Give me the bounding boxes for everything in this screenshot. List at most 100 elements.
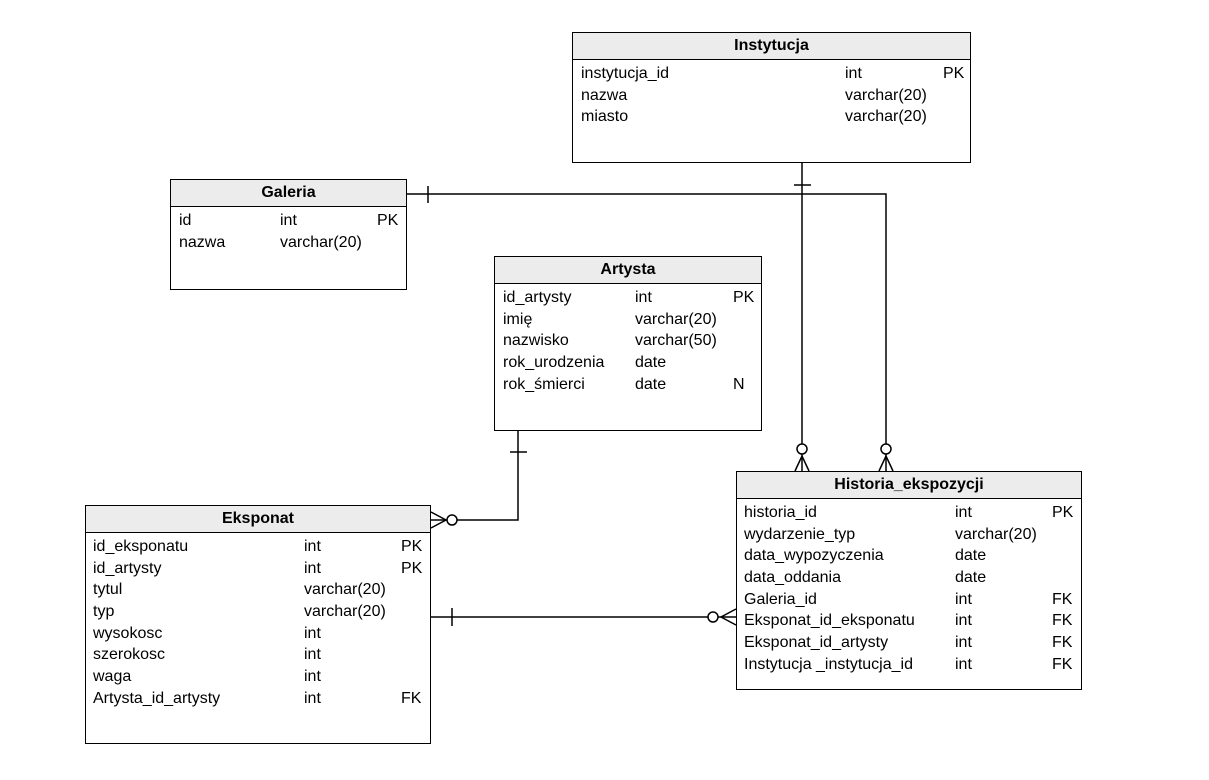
attribute-type: int xyxy=(304,559,321,577)
attribute-name: waga xyxy=(93,668,132,686)
attribute-name: id_artysty xyxy=(503,289,572,306)
attribute-row: nazwa varchar(20) xyxy=(573,85,970,107)
attribute-type: int xyxy=(955,590,972,608)
attribute-name: Artysta_id_artysty xyxy=(93,689,221,707)
attribute-key: PK xyxy=(401,538,423,555)
attribute-type: varchar(20) xyxy=(304,603,386,621)
attribute-type: int xyxy=(955,504,972,521)
zero-marker xyxy=(446,514,458,526)
zero-marker xyxy=(707,611,719,623)
attribute-name: typ xyxy=(93,603,115,621)
attribute-name: id xyxy=(179,212,192,229)
attribute-row: id_eksponatu int PK xyxy=(86,536,430,558)
attribute-type: varchar(20) xyxy=(635,310,717,328)
attribute-key: PK xyxy=(377,212,399,229)
attribute-name: Eksponat_id_artysty xyxy=(744,634,889,652)
attribute-key: FK xyxy=(1052,634,1073,652)
attribute-type: int xyxy=(304,538,321,555)
attribute-name: nazwisko xyxy=(503,332,569,350)
attribute-row: nazwisko varchar(50) xyxy=(495,330,761,352)
attribute-name: historia_id xyxy=(744,504,817,521)
attribute-name: rok_urodzenia xyxy=(503,354,605,372)
relationship-line-galeria-historia xyxy=(407,193,887,471)
relationship-line-artysta-eksponat xyxy=(431,431,519,521)
attribute-type: int xyxy=(304,624,321,642)
attribute-type: varchar(20) xyxy=(845,108,927,126)
attribute-type: varchar(20) xyxy=(280,233,362,251)
attribute-row: rok_urodzenia date xyxy=(495,352,761,374)
attribute-key: N xyxy=(733,375,745,393)
zero-marker xyxy=(880,443,892,455)
attribute-key: PK xyxy=(401,559,423,577)
attribute-row: Eksponat_id_artysty int FK xyxy=(737,632,1081,654)
attribute-name: id_artysty xyxy=(93,559,162,577)
attribute-row: waga int xyxy=(86,666,430,688)
attribute-list: id_artysty int PK imię varchar(20) nazwisko va… xyxy=(495,284,761,395)
attribute-key: PK xyxy=(733,289,755,306)
entity-title: Eksponat xyxy=(86,506,430,533)
many-marker xyxy=(430,511,448,529)
entity-title: Instytucja xyxy=(573,33,970,60)
attribute-name: nazwa xyxy=(179,233,226,251)
attribute-name: nazwa xyxy=(581,86,628,104)
attribute-type: int xyxy=(304,689,321,707)
attribute-type: int xyxy=(635,289,652,306)
attribute-type: int xyxy=(280,212,297,229)
attribute-row: Artysta_id_artysty int FK xyxy=(86,688,430,710)
attribute-row: miasto varchar(20) xyxy=(573,106,970,128)
attribute-row: Galeria_id int FK xyxy=(737,589,1081,611)
attribute-type: varchar(20) xyxy=(955,525,1037,543)
attribute-type: varchar(50) xyxy=(635,332,717,350)
attribute-name: rok_śmierci xyxy=(503,375,585,393)
attribute-name: id_eksponatu xyxy=(93,538,189,555)
attribute-type: int xyxy=(955,655,972,673)
attribute-row: id int PK xyxy=(171,210,406,232)
attribute-name: imię xyxy=(503,310,533,328)
attribute-type: int xyxy=(304,668,321,686)
entity-title: Artysta xyxy=(495,257,761,284)
attribute-key: FK xyxy=(401,689,422,707)
many-marker xyxy=(719,608,737,626)
attribute-row: id_artysty int PK xyxy=(86,558,430,580)
attribute-name: Galeria_id xyxy=(744,590,817,608)
attribute-name: tytul xyxy=(93,581,123,599)
attribute-list: id int PK nazwa varchar(20) xyxy=(171,207,406,253)
attribute-key: FK xyxy=(1052,612,1073,630)
attribute-row: Instytucja _instytucja_id int FK xyxy=(737,654,1081,676)
attribute-row: wydarzenie_typ varchar(20) xyxy=(737,524,1081,546)
attribute-key: PK xyxy=(943,65,965,82)
attribute-name: Instytucja _instytucja_id xyxy=(744,655,913,673)
attribute-key: PK xyxy=(1052,504,1074,521)
attribute-name: data_wypozyczenia xyxy=(744,547,884,565)
attribute-type: date xyxy=(635,354,667,372)
attribute-type: int xyxy=(304,646,321,664)
attribute-key: FK xyxy=(1052,590,1073,608)
many-marker xyxy=(878,454,894,472)
attribute-name: wysokosc xyxy=(93,624,163,642)
entity-title: Historia_ekspozycji xyxy=(737,472,1081,499)
attribute-type: int xyxy=(955,612,972,630)
attribute-name: miasto xyxy=(581,108,629,126)
attribute-key: FK xyxy=(1052,655,1073,673)
attribute-row: data_wypozyczenia date xyxy=(737,545,1081,567)
entity-artysta[interactable]: Artysta id_artysty int PK imię varchar(20) na… xyxy=(494,256,762,431)
attribute-name: Eksponat_id_eksponatu xyxy=(744,612,915,630)
attribute-type: date xyxy=(955,547,987,565)
zero-marker xyxy=(796,443,808,455)
attribute-row: tytul varchar(20) xyxy=(86,579,430,601)
attribute-type: varchar(20) xyxy=(304,581,386,599)
attribute-name: wydarzenie_typ xyxy=(744,525,856,543)
attribute-type: varchar(20) xyxy=(845,86,927,104)
attribute-type: int xyxy=(955,634,972,652)
attribute-type: date xyxy=(955,569,987,587)
